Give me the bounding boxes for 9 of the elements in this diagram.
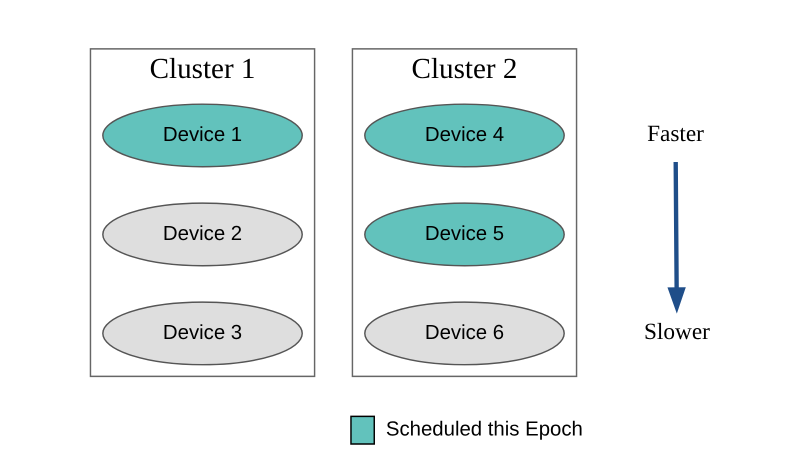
label: Slower [644, 318, 710, 345]
node-ellipse: Device 5 [364, 202, 564, 266]
node-ellipse: Device 4 [364, 103, 564, 168]
node-ellipse: Device 6 [364, 301, 564, 366]
node-ellipse: Device 2 [102, 202, 302, 266]
node-ellipse: Device 3 [102, 301, 302, 366]
label: Faster [646, 121, 704, 148]
legend-label: Scheduled this Epoch [385, 418, 582, 441]
node-ellipse: Device 1 [102, 103, 302, 168]
